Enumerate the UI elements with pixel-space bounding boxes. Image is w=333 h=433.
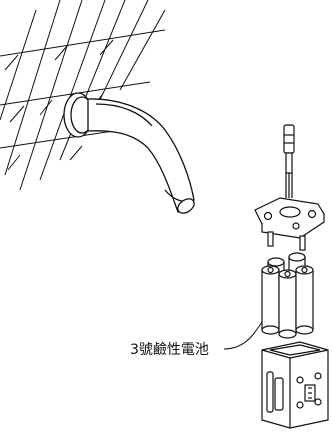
- battery-callout-label: 3號鹼性電池: [130, 341, 209, 358]
- aa-batteries: [261, 252, 314, 339]
- battery-holder-box: [261, 341, 329, 429]
- solenoid-valve-plate: [254, 124, 325, 251]
- faucet-spout: [63, 92, 195, 214]
- callout-leader-line: [223, 321, 263, 350]
